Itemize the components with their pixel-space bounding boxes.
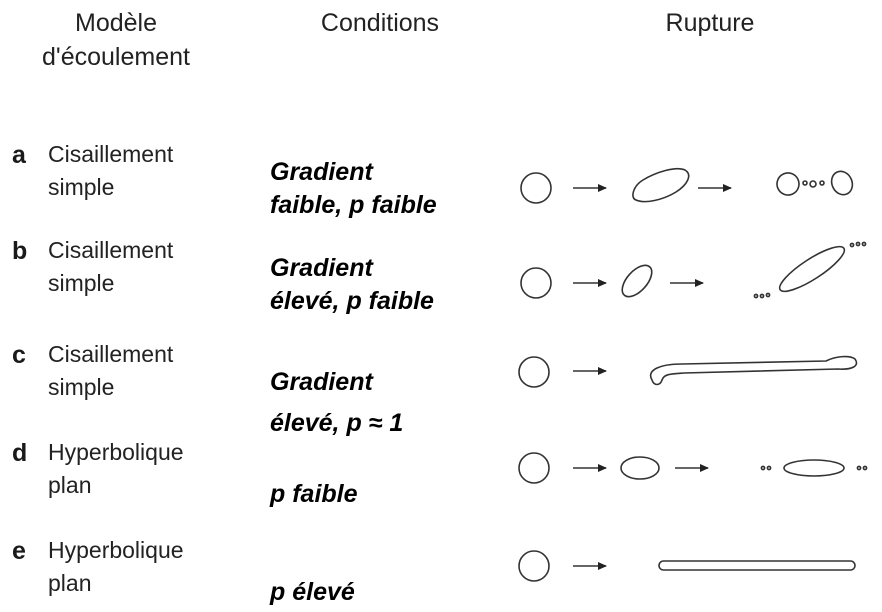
row-b-label-line1: Cisaillement	[48, 237, 174, 263]
row-e-thread	[658, 560, 856, 571]
row-a-satellite-2	[809, 180, 817, 188]
row-e-cond-line2: p élevé	[270, 578, 355, 606]
row-e-label: Hyperbolique plan	[48, 535, 184, 599]
row-b-satellite-6	[861, 241, 867, 247]
row-d-satellite-1	[760, 465, 766, 471]
row-a-elongated-drop	[632, 167, 690, 203]
row-d-satellite-4	[862, 465, 868, 471]
row-e-label-line1: Hyperbolique	[48, 537, 184, 563]
row-b-satellite-3	[765, 292, 771, 298]
row-d-initial-drop	[518, 452, 550, 484]
row-a-daughter-drop-left	[776, 172, 800, 196]
header-conditions: Conditions	[320, 9, 440, 37]
row-b-letter: b	[12, 237, 28, 265]
row-a-initial-drop	[520, 172, 552, 204]
row-a-conditions: Gradient faible, p faible	[270, 156, 437, 222]
row-b-initial-drop	[520, 267, 552, 299]
header-flow-model-line1: Modèle	[75, 9, 157, 37]
row-b-thread-drop	[778, 245, 846, 293]
row-c-initial-drop	[518, 356, 550, 388]
row-b-label-line2: simple	[48, 270, 115, 296]
row-b-satellite-4	[849, 242, 855, 248]
header-flow-model: Modèle d'écoulement	[0, 6, 232, 74]
row-b-cond-line2: élevé, p faible	[270, 287, 434, 315]
row-b-stretched-drop	[621, 264, 653, 298]
row-a-letter: a	[12, 141, 26, 169]
row-d-label-line2: plan	[48, 472, 92, 498]
row-a-label-line1: Cisaillement	[48, 141, 174, 167]
row-c-label-line2: simple	[48, 374, 115, 400]
row-d-label-line1: Hyperbolique	[48, 439, 184, 465]
header-rupture: Rupture	[665, 9, 755, 37]
row-b-label: Cisaillement simple	[48, 235, 173, 299]
row-a-satellite-1	[802, 180, 808, 186]
row-c-letter: c	[12, 341, 26, 369]
row-a-label: Cisaillement simple	[48, 139, 173, 203]
row-c-label: Cisaillement simple	[48, 339, 173, 403]
row-c-label-line1: Cisaillement	[48, 341, 174, 367]
row-c-thread	[649, 355, 858, 386]
row-d-satellite-3	[856, 465, 862, 471]
row-e-label-line2: plan	[48, 570, 92, 596]
row-d-satellite-2	[766, 465, 772, 471]
header-flow-model-line2: d'écoulement	[42, 43, 190, 71]
row-d-label: Hyperbolique plan	[48, 437, 184, 501]
row-d-letter: d	[12, 439, 28, 467]
row-b-satellite-1	[753, 293, 759, 299]
row-b-conditions: Gradient élevé, p faible	[270, 252, 434, 318]
row-e-initial-drop	[518, 550, 550, 582]
row-d-cond-line2: p faible	[270, 480, 358, 508]
row-b-cond-line1: Gradient	[270, 254, 373, 282]
row-b-satellite-2	[759, 293, 765, 299]
row-c-conditions: Gradient élevé, p ≈ 1	[270, 366, 403, 440]
row-a-cond-line2: faible, p faible	[270, 191, 437, 219]
row-a-cond-line1: Gradient	[270, 158, 373, 186]
row-c-cond-line2: élevé, p ≈ 1	[270, 409, 404, 437]
row-a-satellite-3	[819, 180, 825, 186]
row-d-stretched-drop	[620, 456, 660, 480]
row-d-elongated-drop	[783, 459, 845, 477]
row-e-letter: e	[12, 537, 26, 565]
row-a-label-line2: simple	[48, 174, 115, 200]
row-a-daughter-drop-right	[830, 170, 854, 196]
row-e-conditions: p élevé	[270, 576, 355, 609]
row-c-cond-line1: Gradient	[270, 368, 373, 396]
row-d-conditions: p faible	[270, 478, 358, 511]
row-b-satellite-5	[855, 241, 861, 247]
